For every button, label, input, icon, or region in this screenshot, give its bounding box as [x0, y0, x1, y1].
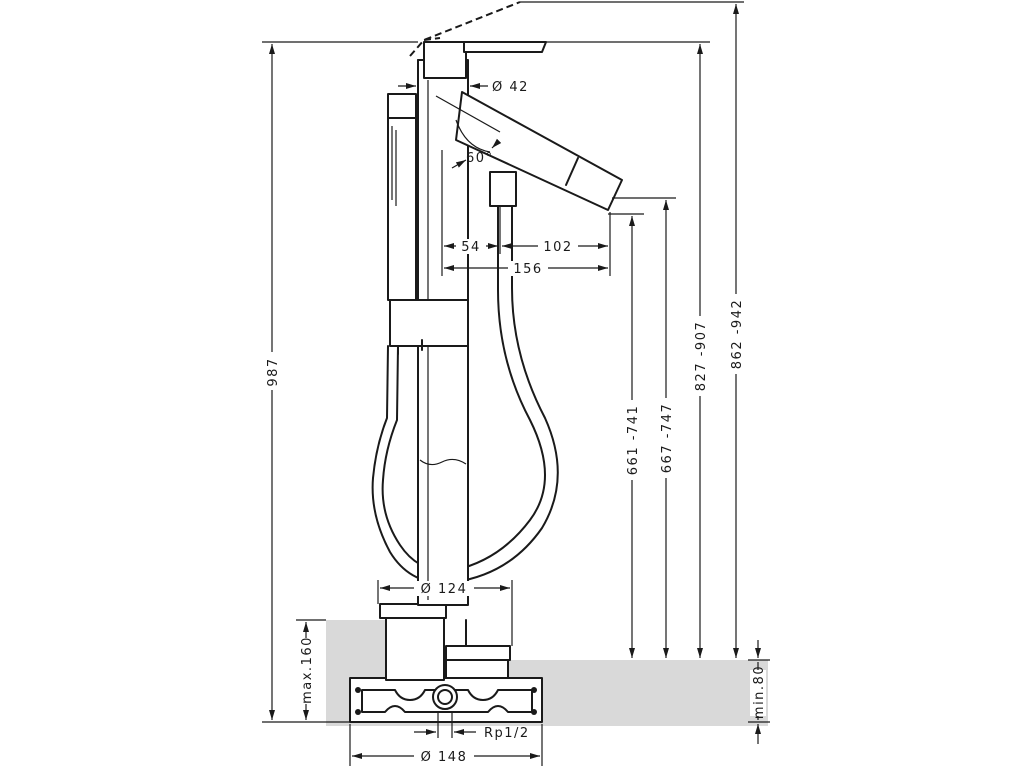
label-987: 987	[266, 357, 281, 386]
label-156: 156	[513, 262, 542, 277]
label-54: 54	[461, 240, 481, 255]
label-angle-60: 60°	[466, 151, 494, 166]
body-block	[379, 603, 511, 681]
label-661-741: 661 -741	[626, 405, 641, 475]
label-667-747: 667 -747	[660, 403, 675, 473]
label-max-160: max.160	[300, 636, 315, 704]
label-862-942: 862 -942	[730, 299, 745, 369]
dimension-labels: 987 max.160 min.80 Ø 42 60° 54 102 156 Ø…	[262, 80, 767, 765]
hand-shower	[387, 93, 469, 355]
label-diameter-42: Ø 42	[492, 80, 529, 95]
mounting-base	[349, 677, 543, 723]
label-827-907: 827 -907	[694, 321, 709, 391]
label-diameter-124: Ø 124	[421, 582, 468, 597]
label-min-80: min.80	[752, 665, 767, 719]
mixer-handle	[409, 1, 547, 79]
shower-hose	[371, 171, 559, 584]
spout	[435, 91, 623, 211]
label-102: 102	[543, 240, 572, 255]
label-thread-rp-1-2: Rp1/2	[484, 726, 530, 741]
label-diameter-148: Ø 148	[421, 750, 468, 765]
